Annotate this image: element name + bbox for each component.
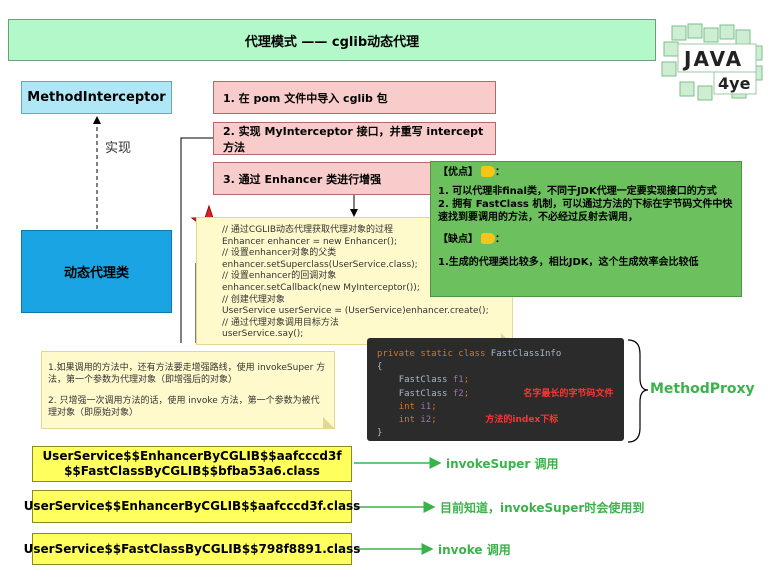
class-file-note: invokeSuper 调用 [446,457,559,471]
step-2-box: 2. 实现 MyInterceptor 接口，并重写 intercept 方法 [213,122,496,155]
class-file-note: 目前知道，invokeSuper时会使用到 [440,501,645,515]
fastclass-line-3: FastClass f1; [398,375,470,386]
f2-annotation: 名字最长的字节码文件 [523,388,614,399]
step-1-box: 1. 在 pom 文件中导入 cglib 包 [213,81,496,114]
invoke-notes: 1.如果调用的方法中，还有方法要走增强路线，使用 invokeSuper 方法，… [41,351,335,429]
fastclass-line-7: } [377,428,383,439]
class-file-name: UserService$$FastClassByCGLIB$$798f8891.… [23,541,361,556]
pros-cons-box: 【优点】： 1. 可以代理非final类，不同于JDK代理一定要实现接口的方式 … [430,161,742,297]
note-fold [323,417,335,429]
fastclass-line-1: private static class FastClassInfo [377,349,562,359]
code-line: // 创建代理对象 [222,294,285,305]
pros-item: 2. 拥有 FastClass 机制，可以通过方法的下标在字节码文件中快速找到要… [438,199,733,223]
code-line: enhancer.setCallback(new MyInterceptor()… [222,282,420,293]
method-proxy-brace [627,339,649,443]
pros-heading: 【优点】 ： [438,166,734,179]
diagram-title-text: 代理模式 —— cglib动态代理 [244,34,420,50]
method-interceptor-box: MethodInterceptor [21,81,172,114]
pros-title: 【优点】 [438,167,478,178]
class-file-box: UserService$$FastClassByCGLIB$$798f8891.… [24,533,360,565]
java4ye-logo-graphic: JAVA 4ye [661,23,763,101]
class-file-box: UserService$$EnhancerByCGLIB$$aafcccd3f.… [24,490,360,523]
logo-text-java: JAVA [682,47,743,71]
method-proxy-label: MethodProxy [650,381,755,397]
java4ye-logo: JAVA 4ye [658,22,766,104]
dynamic-proxy-class-box: 动态代理类 [21,230,172,313]
pros-item: 1. 可以代理非final类，不同于JDK代理一定要实现接口的方式 [438,186,717,197]
code-line: enhancer.setSuperclass(UserService.class… [222,259,418,270]
dynamic-proxy-class-label: 动态代理类 [63,266,129,281]
class-file-box: UserService$$EnhancerByCGLIB$$aafcccd3f$… [32,446,352,482]
implements-label: 实现 [105,141,132,156]
cons-heading: 【缺点】 ： [438,233,734,246]
step-3-text: 3. 通过 Enhancer 类进行增强 [223,172,382,186]
pointing-hand-icon [481,166,495,177]
logo-text-4ye: 4ye [718,74,751,93]
class-file-name: UserService$$EnhancerByCGLIB$$aafcccd3f$… [42,449,342,478]
i2-annotation: 方法的index下标 [485,415,559,426]
pros-title-suffix: ： [495,167,505,178]
code-line: // 通过代理对象调用目标方法 [222,317,339,328]
diagram-title: 代理模式 —— cglib动态代理 [8,19,656,61]
code-line: userService.say(); [222,329,304,340]
class-file-name: UserService$$EnhancerByCGLIB$$aafcccd3f.… [23,499,361,513]
method-interceptor-label: MethodInterceptor [27,90,166,105]
fastclass-line-4: FastClass f2; 名字最长的字节码文件 [398,388,614,399]
fastclass-line-2: { [377,362,383,373]
fastclass-line-6: int i2; 方法的index下标 [398,415,559,426]
step-2-text: 2. 实现 MyInterceptor 接口，并重写 intercept 方法 [223,124,484,154]
code-line: // 设置enhancer的回调对象 [222,271,337,282]
fastclassinfo-code: private static class FastClassInfo { Fast… [367,338,624,441]
code-line: // 通过CGLIB动态代理获取代理对象的过程 [222,225,394,235]
step-1-text: 1. 在 pom 文件中导入 cglib 包 [223,91,388,105]
code-line: UserService userService = (UserService)e… [222,306,489,317]
cons-item: 1.生成的代理类比较多，相比JDK，这个生成效率会比较低 [438,257,699,268]
invoke-note-1: 1.如果调用的方法中，还有方法要走增强路线，使用 invokeSuper 方法，… [48,363,326,385]
step2-connector [180,137,213,343]
cons-title-suffix: ： [495,234,505,245]
class-file-note: invoke 调用 [438,543,511,557]
pointing-hand-icon [481,233,495,244]
invoke-note-2: 2. 只增强一次调用方法的话，使用 invoke 方法，第一个参数为被代理对象（… [48,396,320,418]
fastclass-line-5: int i1; [398,401,437,412]
cons-title: 【缺点】 [438,234,478,245]
code-line: Enhancer enhancer = new Enhancer(); [222,236,397,247]
code-line: // 设置enhancer对象的父类 [222,248,337,259]
